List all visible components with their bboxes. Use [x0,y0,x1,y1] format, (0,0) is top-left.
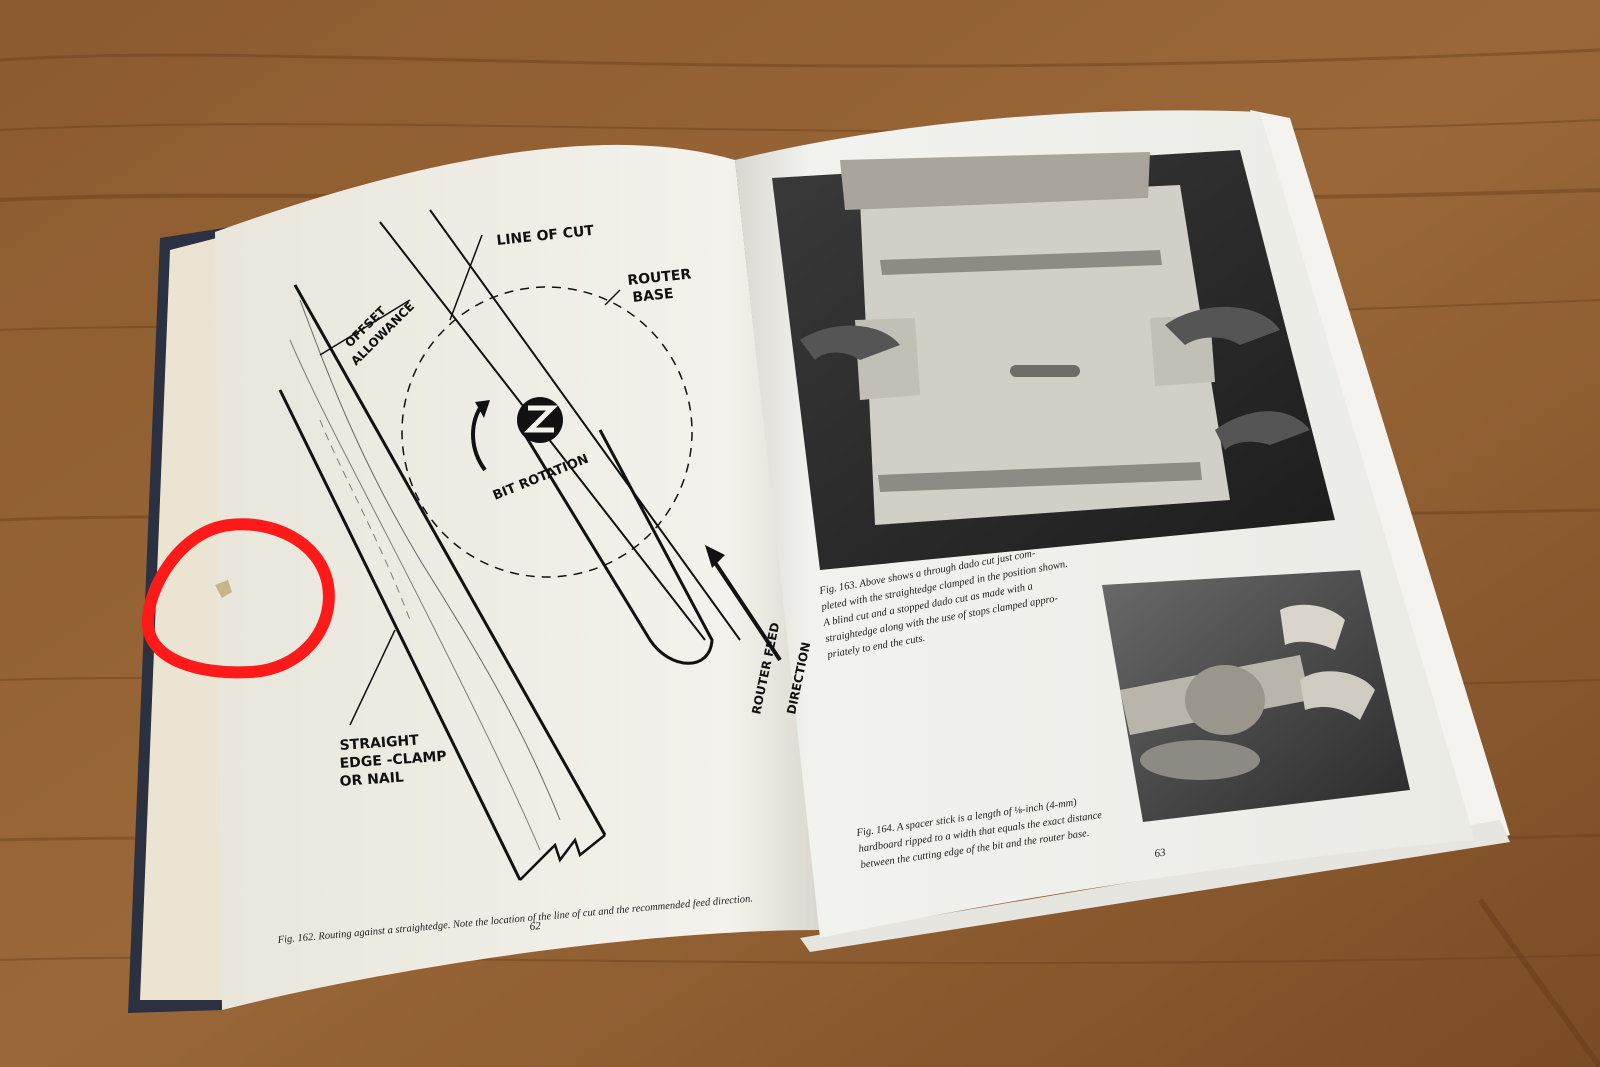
photo-fig-163 [772,150,1335,570]
router-diagram [278,209,782,881]
label-straight-edge-3: OR NAIL [339,770,404,790]
label-straight-edge-2: EDGE -CLAMP [339,749,447,772]
annotation-circle [141,518,335,679]
straightedge-left-line [278,389,522,881]
page-damage-spot [215,580,232,598]
label-straight-edge-1: STRAIGHT [339,732,420,754]
router-base-circle [401,286,693,578]
left-page-edges [140,232,240,1000]
line-of-cut-2 [429,209,741,641]
straightedge-right-line [293,284,607,836]
label-router-base-1: ROUTER [627,266,692,289]
cut-slot [520,429,714,665]
label-router-base-2: BASE [632,286,675,306]
rotation-arrow [471,406,487,472]
right-page-number: 63 [1154,846,1167,859]
left-page-number: 62 [529,920,542,933]
left-page [215,144,820,1010]
photo-fig-164 [1102,570,1410,822]
feed-arrow [708,553,782,662]
right-page-edges [1250,110,1510,845]
board-break [519,834,606,881]
